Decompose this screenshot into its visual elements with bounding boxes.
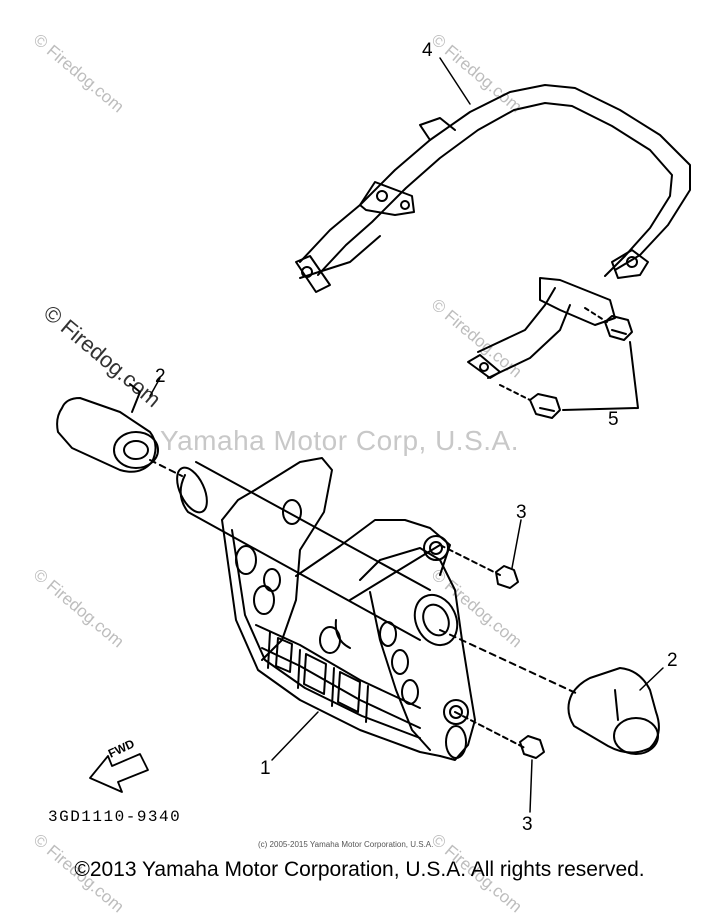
parts-drawing bbox=[56, 57, 691, 813]
part-5-bolts bbox=[499, 307, 639, 419]
part-3-bolts bbox=[495, 565, 545, 759]
watermark-yamaha: Yamaha Motor Corp, U.S.A. bbox=[160, 425, 519, 456]
callout-3-top: 3 bbox=[516, 502, 527, 523]
callout-5: 5 bbox=[608, 409, 619, 430]
callout-2-right: 2 bbox=[667, 650, 678, 671]
callout-1: 1 bbox=[260, 758, 271, 779]
part-2-end-cap-right bbox=[567, 667, 660, 755]
callout-2-left: 2 bbox=[155, 366, 166, 387]
small-copyright: (c) 2005-2015 Yamaha Motor Corporation, … bbox=[258, 840, 434, 849]
callout-4: 4 bbox=[422, 40, 433, 61]
callout-3-bottom: 3 bbox=[522, 814, 533, 835]
footer-copyright: ©2013 Yamaha Motor Corporation, U.S.A. A… bbox=[74, 858, 645, 881]
diagram-stage: © Firedog.com © Firedog.com © Firedog.co… bbox=[30, 30, 691, 916]
part-1-front-bumper bbox=[176, 457, 476, 761]
leader-lines bbox=[149, 57, 664, 813]
diagram-part-number: 3GD1110-9340 bbox=[48, 808, 182, 826]
part-2-end-cap-left bbox=[56, 383, 159, 473]
fwd-arrow-icon bbox=[89, 753, 149, 793]
